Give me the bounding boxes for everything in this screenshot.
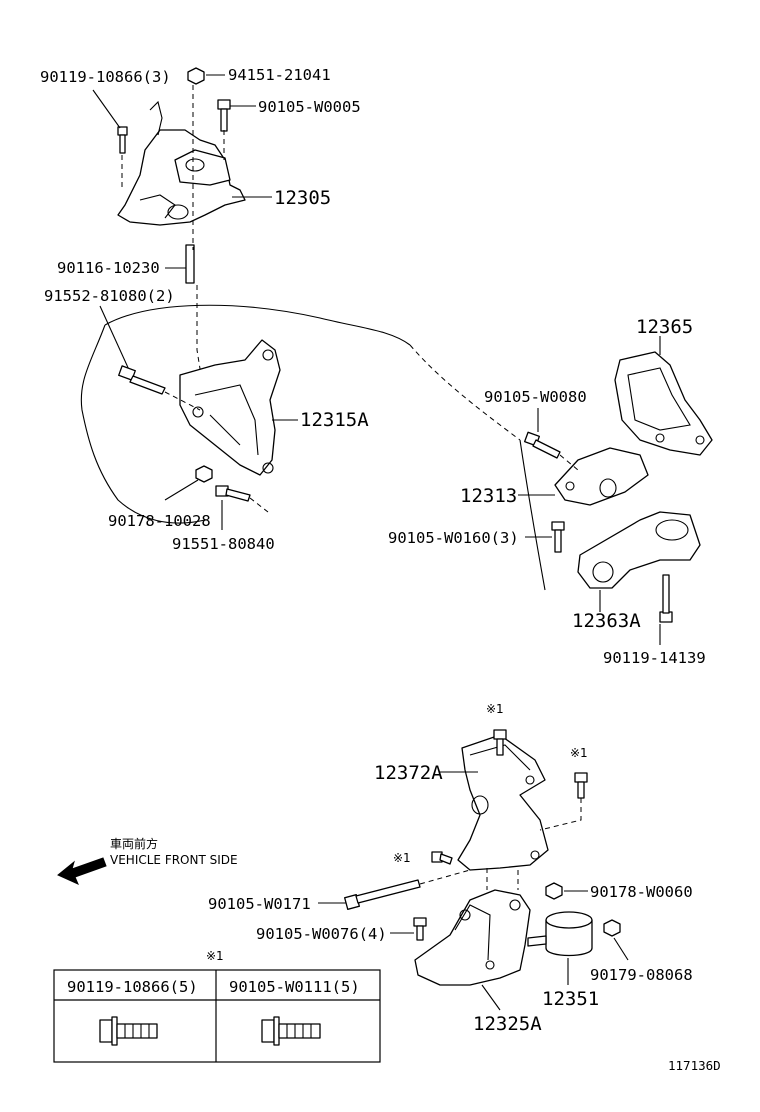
mount-bracket-12372a bbox=[457, 734, 549, 871]
legend-col-1: 90119-10866(5) bbox=[67, 978, 198, 996]
label-90179-08068: 90179-08068 bbox=[590, 966, 693, 984]
bolt-90105-w0160 bbox=[551, 521, 565, 553]
label-90178-w0060: 90178-W0060 bbox=[590, 883, 693, 901]
front-label-en: VEHICLE FRONT SIDE bbox=[110, 853, 238, 867]
bolt-90105-w0171 bbox=[344, 879, 421, 910]
engine-mount-12305 bbox=[117, 100, 246, 226]
label-90116-10230: 90116-10230 bbox=[57, 259, 160, 277]
label-90105-w0076-4: 90105-W0076(4) bbox=[256, 925, 387, 943]
label-12313: 12313 bbox=[460, 485, 517, 507]
label-90119-10866-3: 90119-10866(3) bbox=[40, 68, 171, 86]
front-arrow-icon bbox=[57, 857, 107, 885]
label-90105-w0005: 90105-W0005 bbox=[258, 98, 361, 116]
label-90105-w0160-3: 90105-W0160(3) bbox=[388, 529, 519, 547]
label-12363a: 12363A bbox=[572, 610, 641, 632]
bolt-90105-w0080 bbox=[524, 431, 561, 459]
mount-bracket-12315a bbox=[179, 339, 281, 476]
bolt-90105-w0076 bbox=[413, 917, 427, 941]
label-90119-14139: 90119-14139 bbox=[603, 649, 706, 667]
engine-outline bbox=[80, 304, 546, 591]
hex-bolt-icon bbox=[261, 1016, 321, 1046]
label-12365: 12365 bbox=[636, 316, 693, 338]
torque-rod-12363a bbox=[577, 511, 701, 589]
mark1-label-top: ※1 bbox=[486, 702, 504, 716]
label-12325a: 12325A bbox=[473, 1013, 542, 1035]
label-12305: 12305 bbox=[274, 187, 331, 209]
nut-90179-08068 bbox=[603, 919, 621, 937]
label-94151-21041: 94151-21041 bbox=[228, 66, 331, 84]
front-label-jp: 車両前方 bbox=[110, 836, 158, 851]
mount-bracket-12313 bbox=[554, 447, 649, 506]
nut-94151-21041 bbox=[187, 67, 205, 85]
label-12372a: 12372A bbox=[374, 762, 443, 784]
vehicle-front-indicator: 車両前方 VEHICLE FRONT SIDE bbox=[57, 836, 238, 885]
bolt-mark1-top bbox=[493, 729, 507, 756]
bolt-mark1-right bbox=[574, 772, 588, 799]
label-91551-80840: 91551-80840 bbox=[172, 535, 275, 553]
bushing-12351 bbox=[527, 911, 593, 957]
bolt-90119-10866 bbox=[117, 126, 128, 154]
label-12351: 12351 bbox=[542, 988, 599, 1010]
label-90105-w0171: 90105-W0171 bbox=[208, 895, 311, 913]
label-91552-81080-2: 91552-81080(2) bbox=[44, 287, 175, 305]
mount-cover-12365 bbox=[614, 351, 713, 456]
flange-bolt-icon bbox=[99, 1016, 158, 1046]
label-12315a: 12315A bbox=[300, 409, 369, 431]
bolt-91551-80840 bbox=[215, 485, 251, 502]
bolt-mark1-left bbox=[431, 851, 453, 865]
nut-90178-w0060 bbox=[545, 882, 563, 900]
mount-bracket-12325a bbox=[414, 889, 531, 986]
bolt-90119-14139 bbox=[659, 574, 673, 623]
legend-mark-label: ※1 bbox=[206, 949, 224, 963]
bolt-90105-w0005 bbox=[217, 99, 231, 132]
label-90105-w0080: 90105-W0080 bbox=[484, 388, 587, 406]
legend-col-2: 90105-W0111(5) bbox=[229, 978, 360, 996]
mark1-label-right: ※1 bbox=[570, 746, 588, 760]
fastener-legend-table: ※1 90119-10866(5) 90105-W0111(5) bbox=[53, 949, 381, 1063]
label-90178-10028: 90178-10028 bbox=[108, 512, 211, 530]
stud-90116-10230 bbox=[185, 244, 195, 284]
illustration-id: 117136D bbox=[668, 1058, 721, 1073]
bolt-91552-81080 bbox=[118, 365, 166, 395]
nut-90178-10028 bbox=[195, 465, 213, 483]
mark1-label-left: ※1 bbox=[393, 851, 411, 865]
